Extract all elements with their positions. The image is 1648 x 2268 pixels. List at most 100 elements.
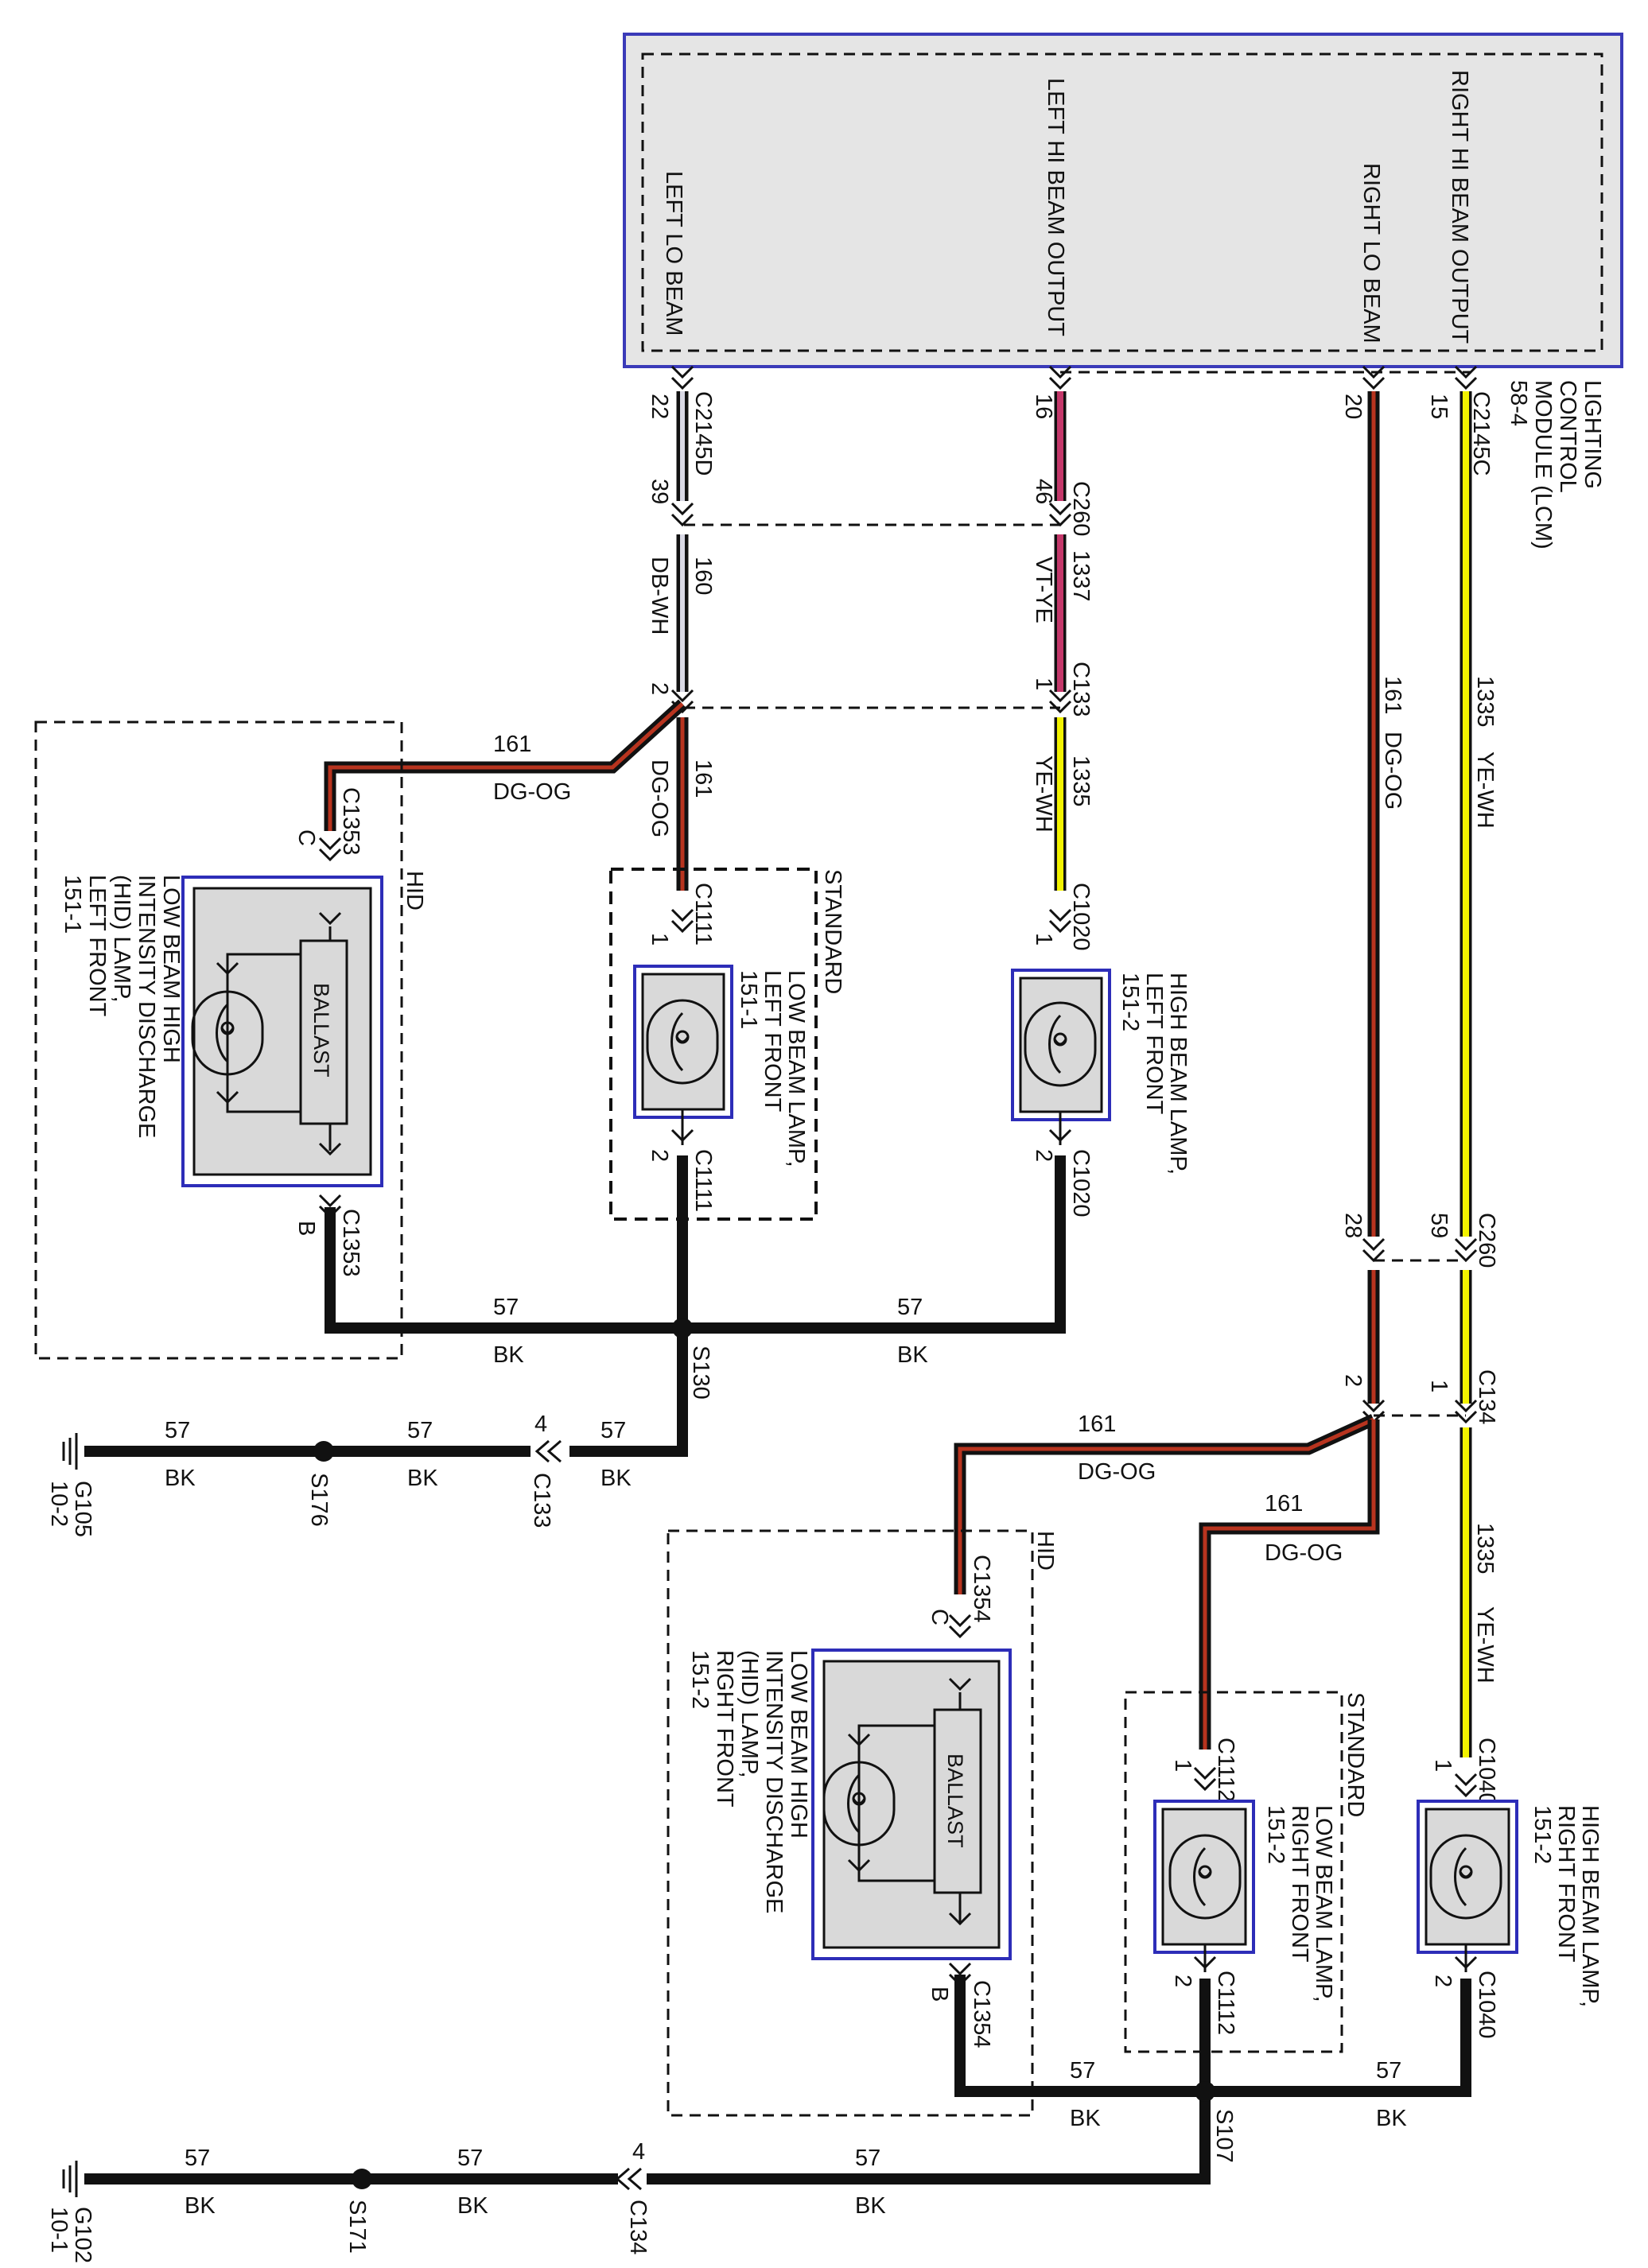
gnd-left-bk-e: BK <box>165 1466 196 1491</box>
lo-left-pin-1: 1 <box>647 933 672 946</box>
lo-left-option: STANDARD <box>820 869 845 994</box>
wire-1337-color: VT-YE <box>1031 557 1056 623</box>
hid-right-name-line4: RIGHT FRONT <box>712 1650 737 1808</box>
c260-right-pin-59: 59 <box>1426 1213 1452 1238</box>
gnd-left-bk-c: BK <box>601 1466 632 1491</box>
lo-right-name-line1: LOW BEAM LAMP, <box>1311 1805 1336 2002</box>
ground-g105-ref: 10-2 <box>46 1481 72 1527</box>
high-beam-lamp-right-front: C1040 1 2 C1040 HIGH BEAM LAMP, RIGHT FR… <box>1417 1738 1603 2038</box>
lo-right-name-line3: 151-2 <box>1263 1805 1288 1864</box>
hid-left-name-line5: 151-1 <box>60 875 85 934</box>
hid-right-name-line2: INTENSITY DISCHARGE <box>761 1650 787 1913</box>
gnd-right-bk-b: BK <box>1376 2106 1407 2131</box>
wire-1335-right-color: YE-WH <box>1472 751 1498 829</box>
wire-161-left <box>324 699 689 891</box>
gnd-right-57-e: 57 <box>185 2146 210 2171</box>
gnd-left-57-e: 57 <box>165 1418 190 1443</box>
splice-s107: S107 <box>1211 2109 1237 2163</box>
ground-g102-ref: 10-1 <box>46 2207 72 2253</box>
wire-1335-right-low-circuit: 1335 <box>1472 1523 1498 1575</box>
hi-right-pin-1: 1 <box>1430 1759 1456 1772</box>
wire-161-left-circuit: 161 <box>690 759 716 798</box>
lo-right-pin-1: 1 <box>1170 1759 1195 1772</box>
pin-22: 22 <box>647 394 672 419</box>
wire-161-right-circuit: 161 <box>1380 676 1405 714</box>
low-beam-lamp-left-front: STANDARD C1111 1 2 C1111 LOW BEAM LAMP, … <box>609 868 845 1221</box>
hi-right-connector-bottom: C1040 <box>1474 1971 1499 2038</box>
gnd-left-57-a: 57 <box>493 1295 519 1320</box>
lo-left-name-line3: 151-1 <box>736 970 761 1029</box>
output-label-left-hi: LEFT HI BEAM OUTPUT <box>1043 78 1068 336</box>
hid-lamp-left-front: HID C1353 C BALLAST B C1353 LOW BEAM HIG… <box>34 720 427 1360</box>
module-name-line1: LIGHTING <box>1580 380 1605 489</box>
wire-161-left-color: DG-OG <box>647 759 672 837</box>
hi-left-name-line1: HIGH BEAM LAMP, <box>1165 973 1191 1175</box>
hid-left-connector-top: C1353 <box>338 787 363 855</box>
right-ground-wiring <box>62 1975 1471 2197</box>
lo-right-option: STANDARD <box>1343 1692 1368 1817</box>
wire-1337-circuit: 1337 <box>1068 550 1094 602</box>
gnd-right-57-a: 57 <box>1070 2058 1095 2084</box>
hi-right-name-line2: RIGHT FRONT <box>1553 1805 1579 1963</box>
wire-160-color: DB-WH <box>647 557 672 635</box>
wire-161-lo-right-color: DG-OG <box>1265 1540 1343 1566</box>
hid-left-option: HID <box>402 871 427 911</box>
c134-pin-1: 1 <box>1426 1380 1452 1392</box>
gnd-right-57-c: 57 <box>855 2146 880 2171</box>
hid-left-ballast: BALLAST <box>309 983 333 1078</box>
module-name-line4: 58-4 <box>1506 380 1531 426</box>
c260-right-pin-28: 28 <box>1340 1213 1366 1238</box>
hid-right-name-line3: (HID) LAMP, <box>737 1650 762 1778</box>
hi-left-name-line2: LEFT FRONT <box>1141 973 1167 1115</box>
lo-right-pin-2: 2 <box>1170 1975 1195 1987</box>
lo-left-name-line2: LEFT FRONT <box>760 970 785 1113</box>
hi-left-pin-2: 2 <box>1031 1149 1056 1162</box>
lo-left-connector-bottom: C1111 <box>690 1149 716 1212</box>
c133-label: C133 <box>1068 662 1094 717</box>
hid-left-name-line1: LOW BEAM HIGH <box>158 875 184 1063</box>
gnd-left-57-b: 57 <box>897 1295 923 1320</box>
left-ground-wiring <box>62 1155 1066 1470</box>
wire-1335-left-color: YE-WH <box>1031 755 1056 833</box>
connector-c2145d: C2145D <box>690 391 716 476</box>
output-label-right-hi: RIGHT HI BEAM OUTPUT <box>1447 70 1472 344</box>
output-label-left-lo: LEFT LO BEAM <box>661 171 686 336</box>
gnd-left-bk-d: BK <box>407 1466 438 1491</box>
module-name-line2: CONTROL <box>1555 380 1580 493</box>
gnd-left-57-d: 57 <box>407 1418 433 1443</box>
wire-161-hid-left-circuit: 161 <box>493 732 531 757</box>
ground-g102: G102 <box>70 2207 95 2263</box>
wire-161-lo-right-circuit: 161 <box>1265 1491 1303 1517</box>
gnd-right-bk-c: BK <box>855 2193 886 2219</box>
wire-161-right-branches <box>954 1414 1380 1750</box>
lo-right-connector-bottom: C1112 <box>1213 1971 1238 2035</box>
hi-right-connector-top: C1040 <box>1474 1738 1499 1805</box>
hid-right-connector-top: C1354 <box>969 1555 994 1622</box>
lo-right-connector-top: C1112 <box>1213 1738 1238 1802</box>
hid-left-name-line2: INTENSITY DISCHARGE <box>134 875 159 1138</box>
hid-left-pin-c: C <box>293 829 319 846</box>
gnd-right-57-d: 57 <box>457 2146 483 2171</box>
output-label-right-lo: RIGHT LO BEAM <box>1358 163 1384 344</box>
gnd-left-57-c: 57 <box>601 1418 626 1443</box>
gnd-right-bk-d: BK <box>457 2193 488 2219</box>
gnd-left-bk-b: BK <box>897 1342 928 1368</box>
lo-left-pin-2: 2 <box>647 1149 672 1162</box>
gnd-right-57-b: 57 <box>1376 2058 1401 2084</box>
hid-right-pin-c: C <box>927 1609 952 1625</box>
wire-161-hid-left-color: DG-OG <box>493 779 571 805</box>
c260-pin-39: 39 <box>647 479 672 504</box>
hid-right-name-line5: 151-2 <box>687 1650 713 1709</box>
hi-right-name-line3: 151-2 <box>1529 1805 1555 1864</box>
low-beam-lamp-right-front: STANDARD C1112 1 2 C1112 LOW BEAM LAMP, … <box>1124 1691 1368 2053</box>
splice-s176: S176 <box>306 1473 332 1527</box>
wire-1335-left-circuit: 1335 <box>1068 755 1094 807</box>
lo-left-name-line1: LOW BEAM LAMP, <box>783 970 809 1167</box>
hid-lamp-right-front: HID C1354 C BALLAST B C1354 LOW BEAM HIG… <box>667 1529 1058 2117</box>
splice-s171: S171 <box>344 2200 370 2254</box>
hi-left-connector-bottom: C1020 <box>1068 1149 1094 1217</box>
hi-left-pin-1: 1 <box>1031 933 1056 946</box>
hid-right-name-line1: LOW BEAM HIGH <box>786 1650 811 1839</box>
wire-161-hid-right-color: DG-OG <box>1078 1459 1156 1485</box>
